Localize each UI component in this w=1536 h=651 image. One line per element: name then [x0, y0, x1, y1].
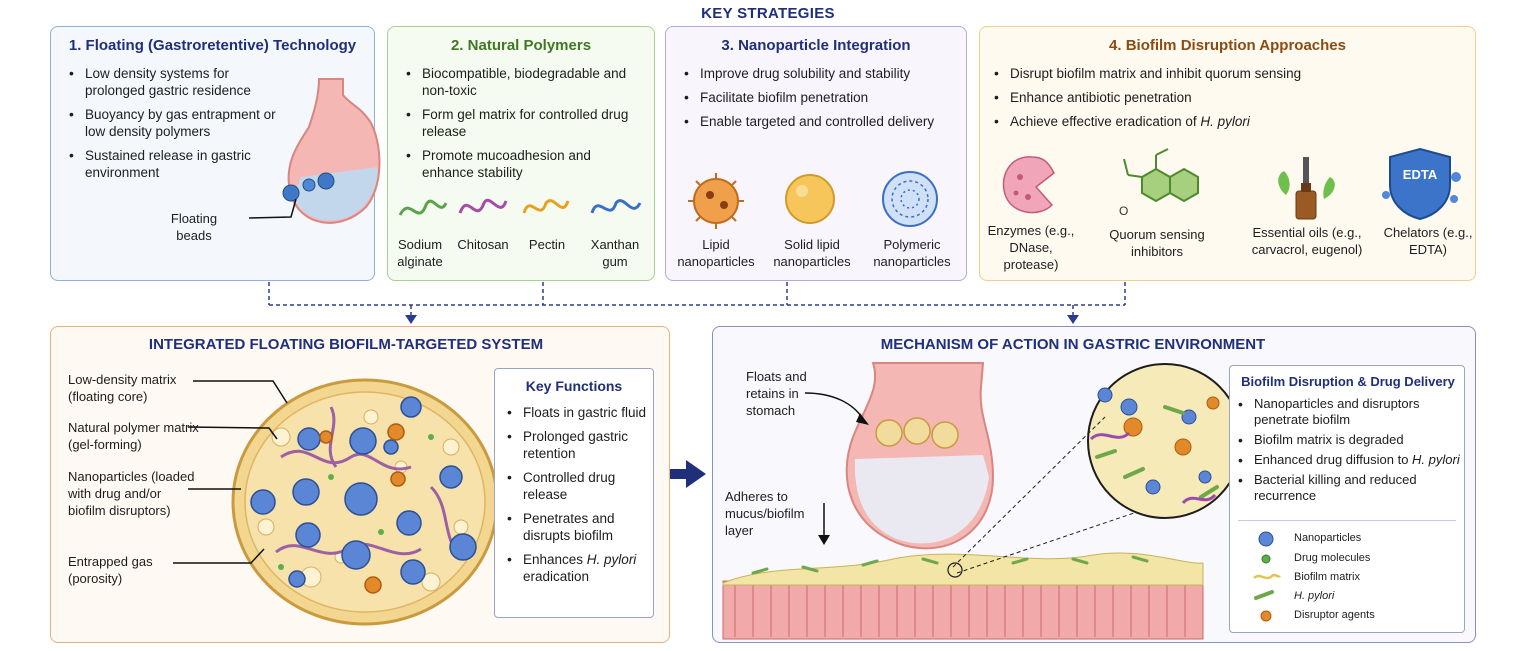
stomach-illustration	[248, 78, 381, 224]
floating-bullet-3: Sustained release in gastric environment	[65, 147, 285, 181]
delivery-bullet-3-italic: H. pylori	[1412, 452, 1460, 467]
legend-nanoparticles: Nanoparticles	[1294, 532, 1362, 544]
polymers-bullet-2: Form gel matrix for controlled drug rele…	[402, 106, 637, 140]
integrated-system-panel: INTEGRATED FLOATING BIOFILM-TARGETED SYS…	[50, 326, 670, 643]
floating-beads-label: Floating beads	[170, 211, 218, 243]
key-function-5-italic: H. pylori	[586, 552, 637, 567]
legend-h-pylori: H. pylori	[1294, 590, 1335, 602]
biofilm-agent-icons: O	[1002, 147, 1461, 221]
entrapped-gas-label: Entrapped gas (porosity)	[68, 554, 153, 586]
legend-drug-molecules: Drug molecules	[1294, 552, 1371, 564]
molecule-oxygen-label: O	[1119, 204, 1128, 218]
biofilm-bullet-3: Achieve effective eradication of H. pylo…	[990, 113, 1460, 130]
legend-disruptor-agents: Disruptor agents	[1294, 609, 1375, 621]
biofilm-bullet-1: Disrupt biofilm matrix and inhibit quoru…	[990, 65, 1460, 82]
legend-divider	[1238, 520, 1456, 521]
polymer-strands	[398, 198, 642, 216]
mechanism-title: MECHANISM OF ACTION IN GASTRIC ENVIRONME…	[880, 336, 1266, 353]
key-function-3: Controlled drug release	[503, 469, 653, 503]
delivery-bullet-3: Enhanced drug diffusion to H. pylori	[1234, 452, 1462, 468]
key-functions-title: Key Functions	[525, 378, 623, 394]
natural-polymers-title: 2. Natural Polymers	[450, 37, 592, 54]
polymers-bullet-3: Promote mucoadhesion and enhance stabili…	[402, 147, 637, 181]
key-function-2: Prolonged gastric retention	[503, 428, 653, 462]
floating-bullet-1: Low density systems for prolonged gastri…	[65, 65, 285, 99]
sodium-alginate-label: Sodium alginate	[397, 237, 443, 269]
nano-bullet-1: Improve drug solubility and stability	[680, 65, 950, 82]
flow-arrow	[662, 460, 706, 488]
nanoparticle-spheres	[250, 396, 477, 588]
biofilm-bullets: Disrupt biofilm matrix and inhibit quoru…	[990, 65, 1460, 137]
nanoparticle-title: 3. Nanoparticle Integration	[721, 37, 911, 54]
floats-retains-label: Floats and retains in stomach	[746, 369, 807, 418]
legend-icons	[1253, 531, 1281, 622]
solid-lipid-nanoparticles-label: Solid lipid nanoparticles	[773, 237, 851, 269]
enzymes-label: Enzymes (e.g., DNase, protease)	[987, 223, 1075, 272]
lipid-nanoparticles-label: Lipid nanoparticles	[677, 237, 755, 269]
key-function-5-suffix: eradication	[523, 569, 590, 584]
nanoparticle-panel: 3. Nanoparticle Integration Improve drug…	[665, 26, 967, 281]
key-function-4: Penetrates and disrupts biofilm	[503, 510, 653, 544]
edta-shield-icon	[1382, 147, 1461, 221]
biofilm-delivery-box: Biofilm Disruption & Drug Delivery Nanop…	[1229, 365, 1465, 633]
stomach-mechanism-illustration	[722, 362, 1243, 640]
key-function-5-prefix: Enhances	[523, 552, 587, 567]
quorum-sensing-inhibitors-label: Quorum sensing inhibitors	[1109, 227, 1205, 259]
xanthan-gum-label: Xanthan gum	[590, 237, 640, 269]
polymers-bullets: Biocompatible, biodegradable and non-tox…	[402, 65, 637, 188]
chelators-label: Chelators (e.g., EDTA)	[1383, 225, 1473, 257]
floating-bead-cross-section	[173, 378, 499, 626]
legend-biofilm-matrix: Biofilm matrix	[1294, 571, 1361, 583]
low-density-matrix-label: Low-density matrix (floating core)	[68, 372, 177, 404]
delivery-bullet-1: Nanoparticles and disruptors penetrate b…	[1234, 396, 1462, 428]
biofilm-delivery-title: Biofilm Disruption & Drug Delivery	[1241, 374, 1455, 389]
delivery-bullet-4: Bacterial killing and reduced recurrence	[1234, 472, 1462, 504]
nano-bullet-3: Enable targeted and controlled delivery	[680, 113, 950, 130]
key-functions-list: Floats in gastric fluid Prolonged gastri…	[503, 404, 653, 592]
floating-bullets: Low density systems for prolonged gastri…	[65, 65, 285, 188]
integrated-system-title: INTEGRATED FLOATING BIOFILM-TARGETED SYS…	[148, 336, 544, 353]
floating-technology-title: 1. Floating (Gastroretentive) Technology	[68, 37, 357, 54]
delivery-bullet-2: Biofilm matrix is degraded	[1234, 432, 1462, 448]
pectin-label: Pectin	[528, 237, 566, 252]
biofilm-disruption-panel: 4. Biofilm Disruption Approaches Disrupt…	[979, 26, 1476, 281]
polymeric-nanoparticle-icon	[882, 171, 938, 227]
key-strategies-title: KEY STRATEGIES	[701, 5, 835, 22]
delivery-bullet-3-prefix: Enhanced drug diffusion to	[1254, 452, 1413, 467]
nano-bullets: Improve drug solubility and stability Fa…	[680, 65, 950, 137]
biofilm-disruption-title: 4. Biofilm Disruption Approaches	[1109, 37, 1346, 54]
adheres-label: Adheres to mucus/biofilm layer	[725, 489, 805, 538]
lipid-nanoparticle-icon	[688, 173, 744, 229]
edta-badge-text: EDTA	[1402, 167, 1438, 182]
key-function-1: Floats in gastric fluid	[503, 404, 653, 421]
polymeric-nanoparticles-label: Polymeric nanoparticles	[873, 237, 951, 269]
natural-polymers-panel: 2. Natural Polymers Biocompatible, biode…	[387, 26, 655, 281]
floating-bullet-2: Buoyancy by gas entrapment or low densit…	[65, 106, 285, 140]
nanoparticle-icons	[688, 171, 938, 229]
nano-bullet-2: Facilitate biofilm penetration	[680, 89, 950, 106]
mechanism-panel: MECHANISM OF ACTION IN GASTRIC ENVIRONME…	[712, 326, 1476, 643]
biofilm-delivery-bullets: Nanoparticles and disruptors penetrate b…	[1234, 396, 1462, 508]
polymers-bullet-1: Biocompatible, biodegradable and non-tox…	[402, 65, 637, 99]
floating-technology-panel: 1. Floating (Gastroretentive) Technology…	[50, 26, 381, 281]
essential-oil-bottle-icon	[1278, 157, 1335, 220]
nanoparticles-loaded-label: Nanoparticles (loaded with drug and/or b…	[68, 469, 195, 518]
solid-lipid-nanoparticle-icon	[785, 174, 835, 224]
essential-oils-label: Essential oils (e.g., carvacrol, eugenol…	[1251, 225, 1363, 257]
h-pylori-text: H. pylori	[1200, 114, 1250, 129]
biofilm-bullet-3-text: Achieve effective eradication of	[1010, 114, 1201, 129]
chitosan-label: Chitosan	[457, 237, 509, 252]
quorum-sensing-molecule-icon	[1123, 148, 1199, 203]
key-function-5: Enhances H. pylori eradication	[503, 551, 653, 585]
biofilm-bullet-2: Enhance antibiotic penetration	[990, 89, 1460, 106]
disruptor-agents	[319, 423, 406, 594]
key-functions-box: Key Functions Floats in gastric fluid Pr…	[494, 368, 654, 618]
enzyme-icon	[1002, 156, 1055, 214]
natural-polymer-matrix-label: Natural polymer matrix (gel-forming)	[68, 420, 199, 452]
